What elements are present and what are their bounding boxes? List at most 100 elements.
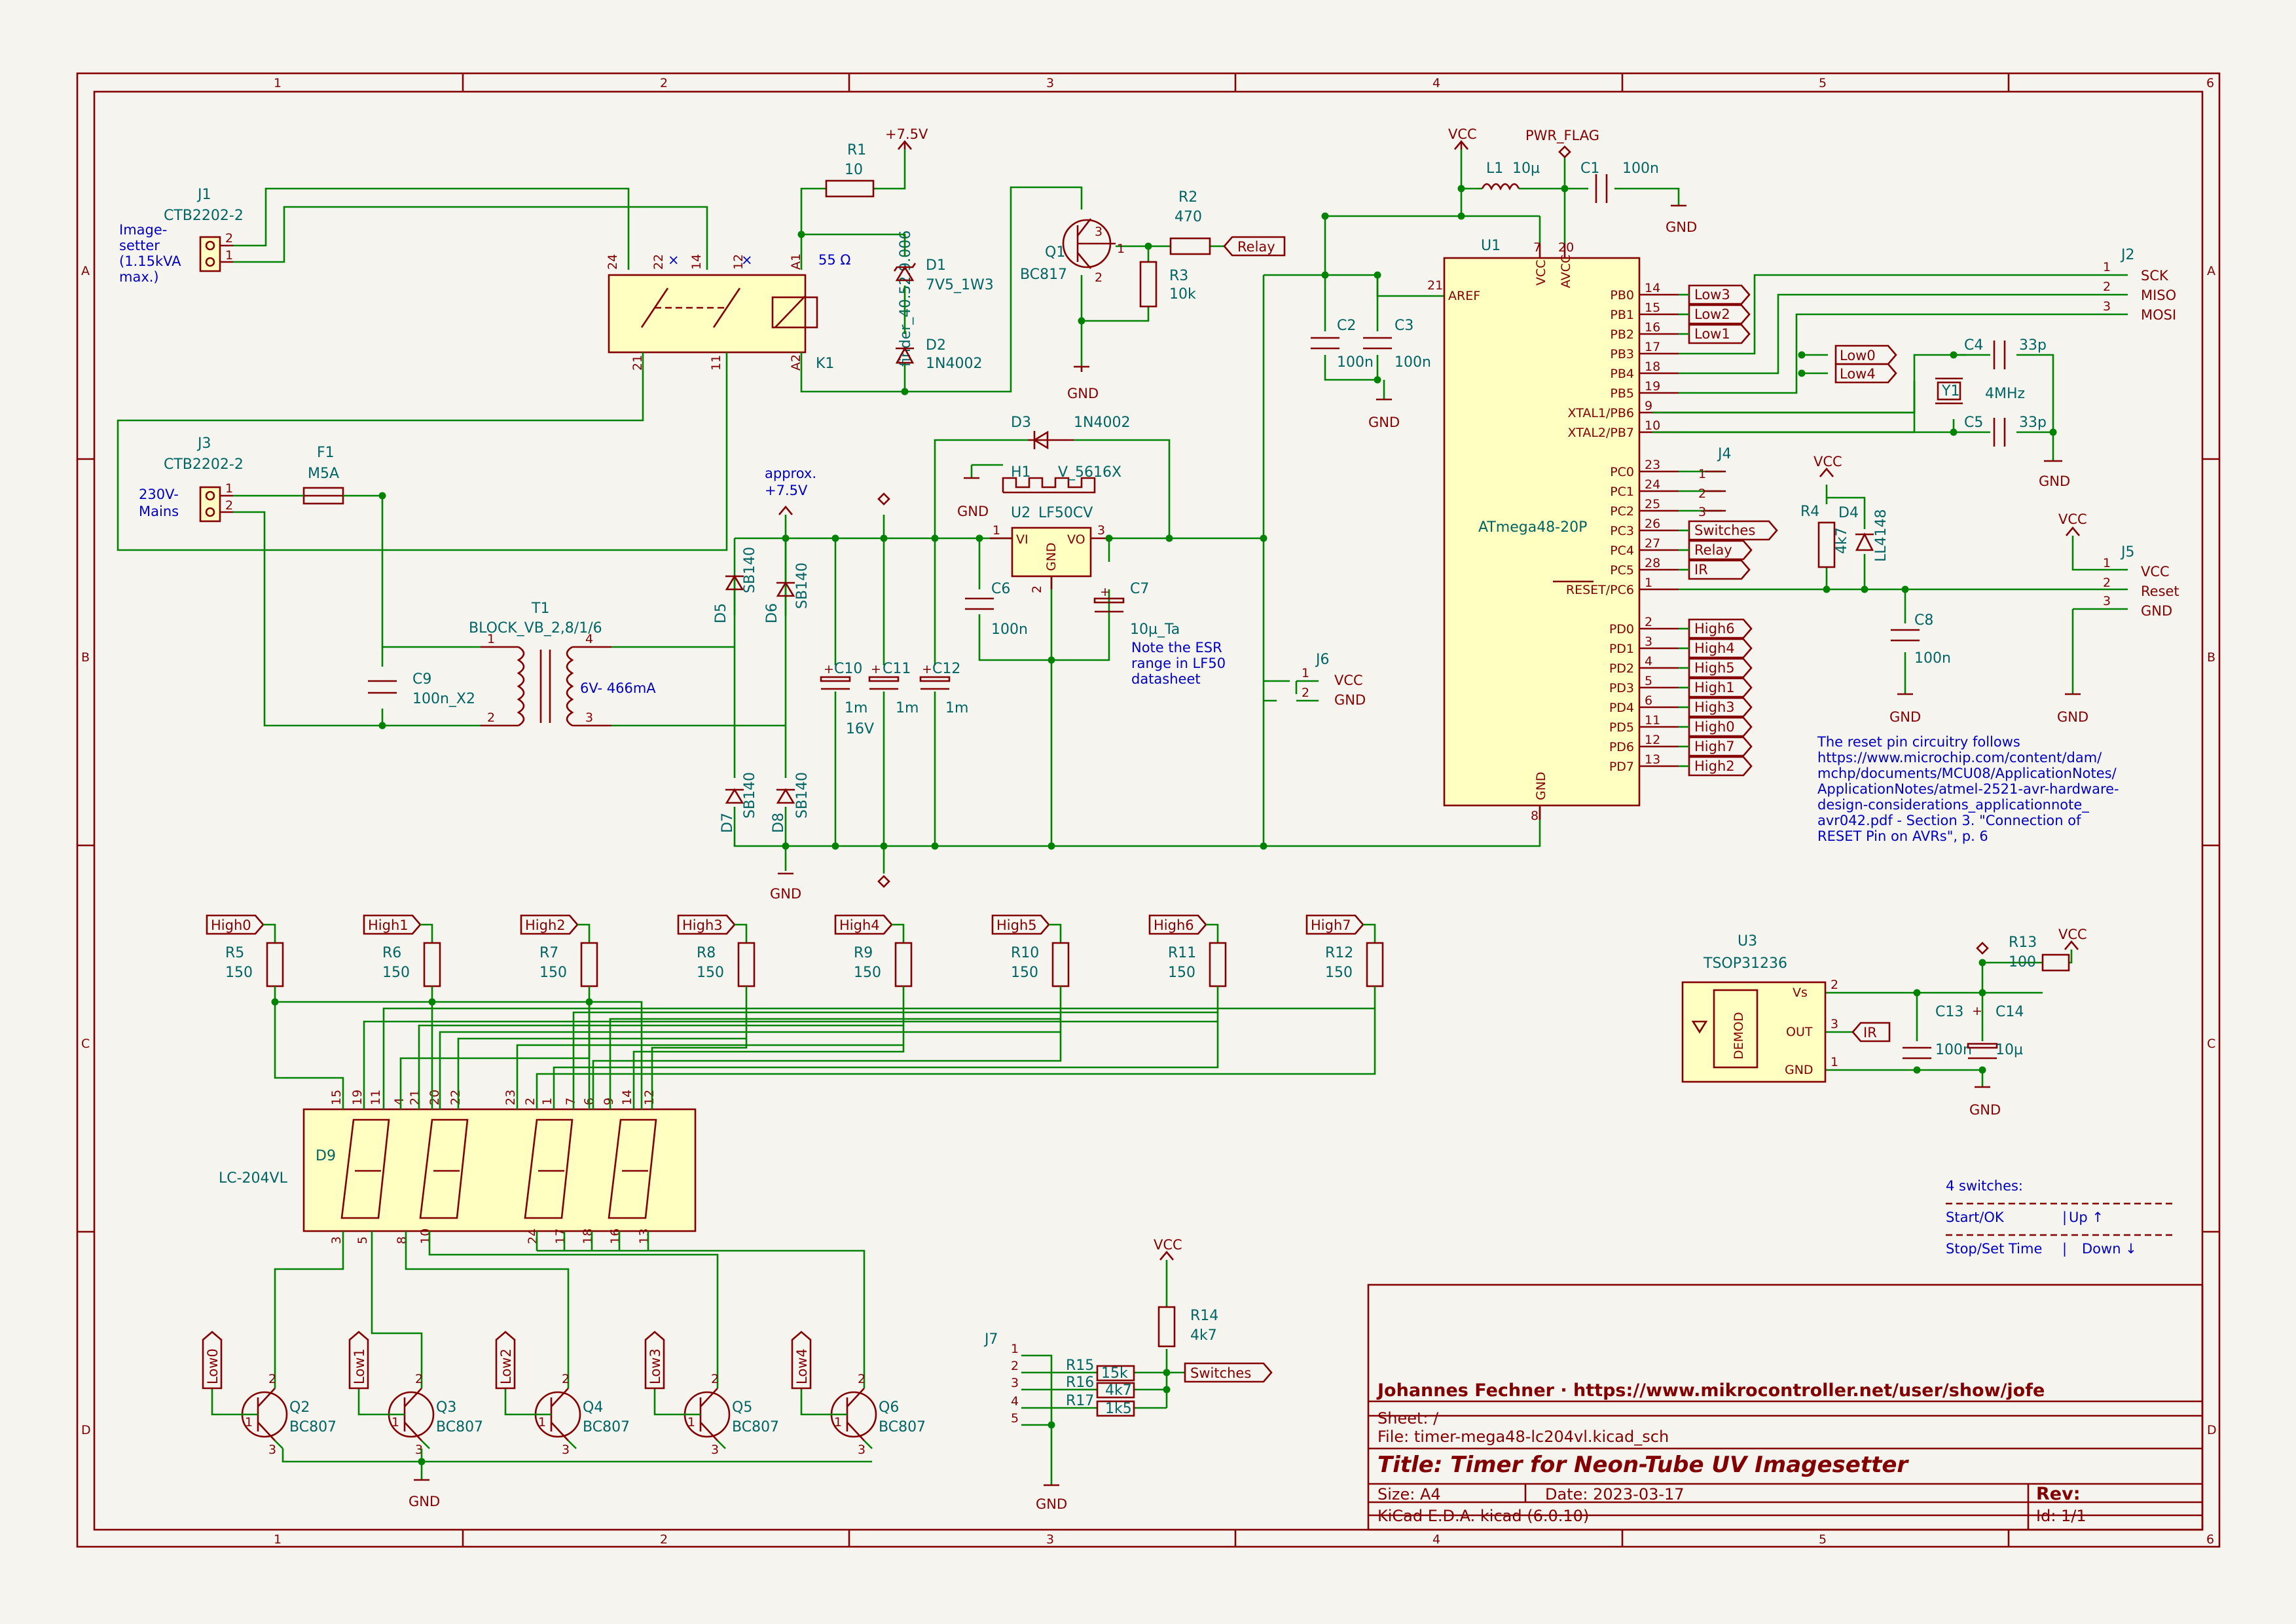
reset-note-5: design-considerations_applicationnote_ <box>1817 797 2089 813</box>
u1-net-label-12: Relay <box>1694 542 1732 558</box>
c7-note-2: range in LF50 <box>1131 655 1226 671</box>
u1-pin-num-15: 2 <box>1645 615 1652 629</box>
u1-pin-name-18: PD3 <box>1609 681 1634 695</box>
svg-text:|: | <box>2062 1241 2067 1257</box>
svg-text:22: 22 <box>651 254 666 270</box>
r13-ref: R13 <box>2009 934 2037 951</box>
diode-d4: D4 LL4148 <box>1838 505 1889 562</box>
net-relay-left: Relay <box>1223 236 1286 257</box>
u1-pin-name-14: RESET/PC6 <box>1566 583 1634 597</box>
frame-row-c2: C <box>2207 1037 2215 1051</box>
gnd-transistors-label: GND <box>409 1494 440 1509</box>
svg-text:1: 1 <box>2103 260 2111 274</box>
u1-pin-name-17: PD2 <box>1609 661 1634 676</box>
u1-pin-name-4: PB4 <box>1610 367 1634 381</box>
t1-secondary: 6V- 466mA <box>580 680 656 696</box>
seg-resistor-ref-0: R5 <box>225 945 244 961</box>
svg-text:2: 2 <box>858 1372 866 1386</box>
low-flag-2 <box>495 1331 516 1390</box>
c4-ref: C4 <box>1964 337 1983 354</box>
title-main: Title: Timer for Neon-Tube UV Imagesette… <box>1377 1452 1909 1478</box>
transistor-value-0: BC807 <box>289 1419 337 1435</box>
transistor-value-1: BC807 <box>436 1419 483 1435</box>
high-flag-0 <box>206 914 264 935</box>
svg-text:3: 3 <box>1095 225 1102 239</box>
u3-ref: U3 <box>1738 933 1757 950</box>
u1-pin-name-22: PD7 <box>1609 760 1634 774</box>
svg-text:7: 7 <box>1533 240 1541 255</box>
connector-j1: 21 J1 CTB2202-2 Image- setter (1.15kVA m… <box>119 187 244 285</box>
inductor-l1: L1 10µ <box>1481 160 1540 191</box>
diode-d6: D6 SB140 <box>764 563 811 623</box>
d7-value: SB140 <box>742 772 758 819</box>
svg-text:1: 1 <box>834 1415 842 1430</box>
diode-d2: D2 1N4002 <box>895 337 982 372</box>
relay-label-1: Relay <box>1237 239 1275 255</box>
d9-ref: D9 <box>316 1148 336 1164</box>
svg-text:5: 5 <box>355 1236 370 1244</box>
svg-text:×: × <box>741 252 753 268</box>
gnd-ir: GND <box>1969 1102 2001 1118</box>
svg-text:21: 21 <box>408 1090 422 1105</box>
seg-resistor-ref-5: R10 <box>1011 945 1039 961</box>
gnd-c2c3-label: GND <box>1368 415 1400 430</box>
net-ir-right: IR <box>1851 1022 1891 1043</box>
u1-pin-num-8: 23 <box>1645 458 1660 472</box>
ir-receiver-u3: DEMOD Vs OUT GND 231 U3 TSOP31236 <box>1681 933 1838 1083</box>
u1-pin-num-17: 4 <box>1645 654 1652 669</box>
wires-regulator <box>934 439 1265 846</box>
u2-vi: VI <box>1016 532 1029 547</box>
d2-ref: D2 <box>926 337 946 354</box>
d5-value: SB140 <box>742 547 758 593</box>
u1-net-label-0: Low3 <box>1694 287 1730 303</box>
wires-j6 <box>1264 680 1290 702</box>
c14-ref: C14 <box>1995 1004 2024 1020</box>
r1-ref: R1 <box>847 142 866 158</box>
svg-text:1: 1 <box>2103 556 2111 570</box>
c2-ref: C2 <box>1337 318 1356 334</box>
reset-note-2: https://www.microchip.com/content/dam/ <box>1817 750 2102 766</box>
seg-resistor-ref-6: R11 <box>1168 945 1196 961</box>
low-flag-label-2: Low2 <box>498 1348 514 1384</box>
diode-d5: D5 SB140 <box>713 547 758 623</box>
c1-ref: C1 <box>1580 160 1599 177</box>
c9-value: 100n_X2 <box>412 691 475 707</box>
r4-ref: R4 <box>1800 504 1819 520</box>
d3-ref: D3 <box>1011 415 1031 431</box>
u1-pin-num-14: 1 <box>1645 576 1652 590</box>
svg-text:2: 2 <box>2103 280 2111 294</box>
svg-text:14: 14 <box>620 1090 634 1105</box>
u3-demod: DEMOD <box>1732 1012 1746 1060</box>
vcc-top-label: VCC <box>1448 126 1477 142</box>
u1-aref: AREF <box>1448 289 1480 303</box>
transistor-value-4: BC807 <box>879 1419 926 1435</box>
svg-text:5: 5 <box>1011 1411 1019 1426</box>
u1-net-flag-2 <box>1688 323 1751 344</box>
cap-c5: C5 33p <box>1964 415 2047 447</box>
cap-c11: + C11 1m <box>868 661 919 716</box>
pwrflag-label: PWR_FLAG <box>1525 128 1599 144</box>
seg-resistor-3 <box>737 942 756 987</box>
svg-text:|: | <box>2062 1209 2067 1226</box>
gnd-c1: GND <box>1666 219 1697 235</box>
high-flag-1 <box>363 914 422 935</box>
k1-coil: 55 Ω <box>818 252 850 268</box>
u1-pin-name-2: PB2 <box>1610 327 1634 342</box>
c10-ref: C10 <box>834 661 862 677</box>
u1-pin-num-3: 17 <box>1645 340 1660 354</box>
u1-net-label-17: High5 <box>1694 660 1735 676</box>
svg-text:3: 3 <box>329 1236 344 1244</box>
low-flag-label-1: Low1 <box>352 1348 367 1384</box>
frame-row-b: B <box>81 650 90 665</box>
frame-row-a2: A <box>2207 264 2215 278</box>
u3-value: TSOP31236 <box>1703 955 1787 972</box>
u1-avcc: AVCC <box>1559 255 1573 288</box>
u1-net-flag-15 <box>1688 618 1753 639</box>
u1-net-label-11: Switches <box>1694 523 1755 538</box>
cap-c12: + C12 1m <box>919 661 968 716</box>
svg-text:21: 21 <box>1427 278 1443 293</box>
svg-text:2: 2 <box>523 1098 538 1105</box>
svg-text:2: 2 <box>415 1372 423 1386</box>
svg-text:3: 3 <box>1831 1017 1838 1031</box>
svg-text:2: 2 <box>225 231 233 246</box>
